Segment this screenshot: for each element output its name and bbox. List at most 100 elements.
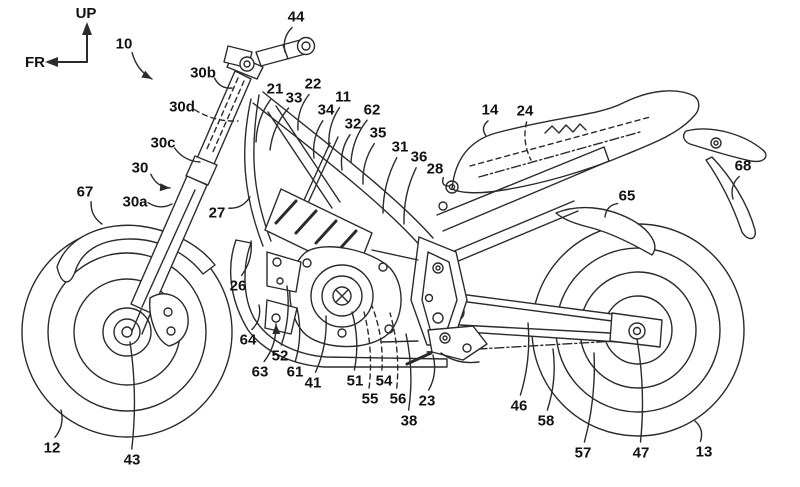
compass: UP FR bbox=[25, 5, 96, 71]
ref-leader-arrowhead-10 bbox=[141, 70, 152, 79]
ref-leader-67 bbox=[90, 201, 103, 225]
ref-leader-27 bbox=[228, 196, 251, 209]
ref-label-30b: 30b bbox=[190, 65, 216, 82]
ref-leader-33 bbox=[269, 107, 290, 151]
ref-label-57: 57 bbox=[575, 445, 592, 462]
ref-label-13: 13 bbox=[696, 444, 713, 461]
swingarm bbox=[445, 292, 663, 348]
handlebar-mount bbox=[223, 36, 316, 80]
ref-leader-24 bbox=[524, 121, 532, 161]
engine-mount-lower bbox=[264, 299, 298, 335]
rear-fender bbox=[682, 128, 767, 240]
ref-leader-arrowhead-63 bbox=[272, 324, 281, 335]
ref-label-14: 14 bbox=[482, 102, 499, 119]
ref-leader-51 bbox=[351, 311, 358, 371]
ref-leader-36 bbox=[403, 167, 417, 225]
up-axis-label: UP bbox=[76, 5, 97, 22]
ref-leader-43 bbox=[129, 341, 136, 450]
ref-label-54: 54 bbox=[376, 373, 393, 390]
reference-labels: 104430b30d30c3030a6727213322341162323531… bbox=[44, 9, 752, 469]
ref-label-38: 38 bbox=[401, 413, 418, 430]
fr-axis-label: FR bbox=[25, 54, 45, 71]
ref-label-68: 68 bbox=[735, 158, 752, 175]
ref-label-10: 10 bbox=[116, 36, 133, 53]
ref-label-43: 43 bbox=[124, 452, 141, 469]
ref-label-47: 47 bbox=[633, 445, 650, 462]
ref-leader-12 bbox=[54, 409, 63, 438]
ref-leader-47 bbox=[636, 338, 644, 443]
ref-leader-31 bbox=[382, 157, 398, 214]
ref-leader-35 bbox=[362, 142, 375, 185]
ref-label-31: 31 bbox=[392, 139, 409, 156]
ref-label-58: 58 bbox=[538, 413, 555, 430]
ref-label-46: 46 bbox=[511, 398, 528, 415]
lower-cowl bbox=[230, 239, 448, 368]
ref-label-23: 23 bbox=[419, 393, 436, 410]
seat bbox=[451, 90, 700, 194]
ref-leader-28 bbox=[441, 176, 450, 187]
ref-label-22: 22 bbox=[305, 76, 322, 93]
ref-leader-61 bbox=[294, 307, 301, 362]
ref-leader-arrowhead-30 bbox=[159, 183, 170, 192]
ref-label-11: 11 bbox=[335, 89, 351, 106]
ref-label-30: 30 bbox=[132, 160, 149, 177]
ref-label-44: 44 bbox=[288, 9, 305, 26]
ref-label-30a: 30a bbox=[122, 194, 148, 211]
ref-leader-21 bbox=[255, 98, 272, 143]
ref-leader-30a bbox=[147, 201, 173, 208]
ref-label-33: 33 bbox=[286, 90, 303, 107]
ref-label-56: 56 bbox=[390, 391, 407, 408]
ref-label-67: 67 bbox=[77, 184, 94, 201]
ref-leader-68 bbox=[731, 175, 740, 200]
ref-label-21: 21 bbox=[267, 81, 284, 98]
ref-label-35: 35 bbox=[370, 125, 387, 142]
ref-leader-11 bbox=[328, 106, 341, 148]
up-arrow-head bbox=[82, 22, 92, 35]
ref-leader-26 bbox=[240, 240, 252, 277]
footpeg-bracket bbox=[405, 325, 488, 366]
ref-leader-62 bbox=[350, 119, 368, 163]
fr-arrow-head bbox=[45, 57, 58, 67]
ref-label-62: 62 bbox=[364, 102, 381, 119]
ref-label-27: 27 bbox=[209, 205, 226, 222]
ref-leader-41 bbox=[314, 315, 327, 373]
ref-leader-65 bbox=[604, 202, 619, 218]
fork-upper-tube bbox=[194, 70, 252, 172]
ref-label-36: 36 bbox=[411, 149, 428, 166]
ref-leader-32 bbox=[340, 134, 351, 171]
ref-label-52: 52 bbox=[272, 348, 289, 365]
ref-leader-22 bbox=[297, 93, 310, 131]
ref-leader-64 bbox=[251, 304, 261, 331]
ref-leader-30c bbox=[173, 147, 201, 163]
ref-label-51: 51 bbox=[347, 373, 364, 390]
ref-leader-46 bbox=[519, 322, 530, 396]
ref-label-65: 65 bbox=[619, 188, 636, 205]
ref-label-34: 34 bbox=[318, 102, 335, 119]
ref-leader-30d bbox=[193, 109, 239, 122]
ref-label-12: 12 bbox=[44, 440, 61, 457]
front-brake-caliper bbox=[149, 293, 189, 347]
ref-label-63: 63 bbox=[252, 364, 269, 381]
ref-leader-23 bbox=[428, 354, 436, 391]
ref-label-26: 26 bbox=[230, 278, 247, 295]
ref-leader-34 bbox=[312, 120, 324, 159]
ref-label-24: 24 bbox=[517, 103, 534, 120]
ref-leader-55 bbox=[363, 311, 372, 389]
ref-leader-56 bbox=[389, 312, 399, 389]
ref-leader-38 bbox=[405, 333, 412, 411]
ref-leader-44 bbox=[283, 26, 293, 53]
ref-label-55: 55 bbox=[362, 391, 379, 408]
ref-label-61: 61 bbox=[287, 364, 304, 381]
ref-leader-57 bbox=[583, 352, 596, 443]
ref-leader-30b bbox=[213, 77, 233, 89]
ref-label-64: 64 bbox=[240, 332, 257, 349]
front-fork bbox=[130, 70, 252, 335]
engine-mount-upper bbox=[266, 251, 302, 293]
ref-label-41: 41 bbox=[305, 375, 322, 392]
ref-label-30d: 30d bbox=[169, 99, 195, 116]
ref-leader-58 bbox=[546, 348, 555, 411]
ref-leader-13 bbox=[694, 420, 703, 443]
ref-label-32: 32 bbox=[345, 116, 362, 133]
